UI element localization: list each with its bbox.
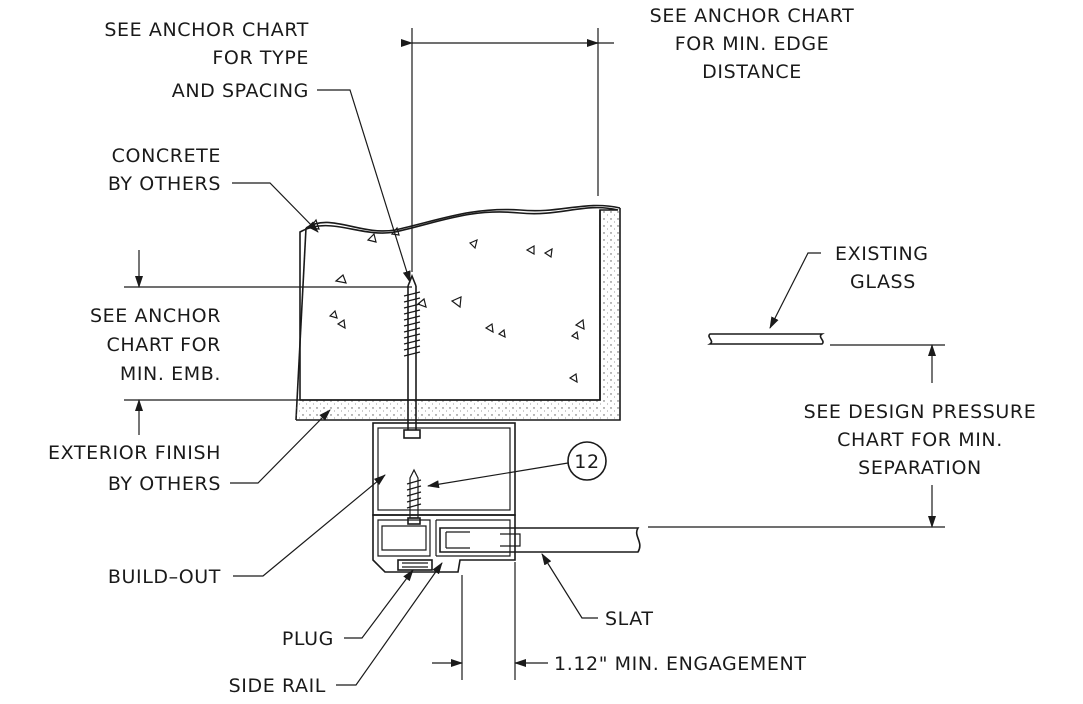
anchor-type-label-3: AND SPACING (172, 80, 309, 102)
embedment-dimension (124, 250, 412, 435)
pressure-label-2: CHART FOR MIN. (837, 429, 1003, 451)
glass-label-2: GLASS (850, 271, 916, 293)
embedment-label-2: CHART FOR (106, 334, 221, 356)
build-out-tube (372, 422, 516, 516)
finish-label-1: EXTERIOR FINISH (48, 442, 221, 464)
separation-dimension (648, 344, 945, 528)
exterior-finish (296, 208, 621, 421)
anchor-type-label-2: FOR TYPE (212, 47, 309, 69)
existing-glass (707, 333, 825, 345)
leader-lines (230, 89, 821, 686)
callout-number: 12 (574, 451, 599, 473)
engagement-dimension (432, 562, 548, 680)
edge-distance-label-1: SEE ANCHOR CHART (650, 5, 855, 27)
callout-bubble: 12 (567, 441, 607, 481)
screw-12 (406, 468, 422, 525)
pressure-label-1: SEE DESIGN PRESSURE (804, 401, 1037, 423)
slat (439, 527, 641, 553)
buildout-label: BUILD–OUT (108, 566, 221, 588)
side-rail-label: SIDE RAIL (229, 675, 326, 697)
glass-label-1: EXISTING (835, 243, 929, 265)
slat-label: SLAT (605, 608, 654, 630)
embedment-label-1: SEE ANCHOR (90, 305, 221, 327)
concrete-label-1: CONCRETE (112, 145, 221, 167)
plug-label: PLUG (282, 628, 334, 650)
concrete-label-2: BY OTHERS (108, 173, 221, 195)
embedment-label-3: MIN. EMB. (120, 363, 221, 385)
edge-distance-label-3: DISTANCE (702, 61, 802, 83)
edge-distance-dimension (401, 28, 614, 272)
engagement-label: 1.12" MIN. ENGAGEMENT (554, 653, 807, 675)
anchor-type-label-1: SEE ANCHOR CHART (104, 19, 309, 41)
edge-distance-label-2: FOR MIN. EDGE (675, 33, 830, 55)
finish-label-2: BY OTHERS (108, 473, 221, 495)
side-rail (372, 514, 516, 573)
annotation-labels: SEE ANCHOR CHART FOR TYPE AND SPACING SE… (48, 5, 1036, 697)
concrete-aggregate (308, 218, 585, 384)
concrete-slab (295, 204, 621, 421)
pressure-label-3: SEPARATION (858, 457, 982, 479)
